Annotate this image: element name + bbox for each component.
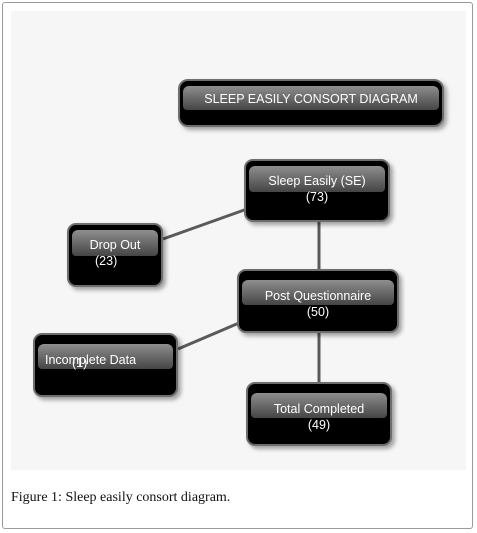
figure-frame: SLEEP EASILY CONSORT DIAGRAM Sleep Easil… — [2, 2, 473, 529]
node-count: (50) — [306, 305, 330, 319]
connector-post-to-incomplete — [177, 321, 240, 351]
figure-caption: Figure 1: Sleep easily consort diagram. — [11, 490, 230, 506]
node-count: (1) — [72, 356, 88, 370]
node-sleep-easily: Sleep Easily (SE) (73) — [244, 159, 390, 222]
figure-caption-label: Figure 1: — [11, 490, 62, 505]
node-incomplete-data: Incomplete Data (1) — [33, 333, 178, 397]
node-label: Total Completed — [273, 402, 365, 416]
node-label: Sleep Easily (SE) — [268, 174, 366, 188]
connector-se-to-dropout — [162, 207, 248, 241]
node-count: (73) — [305, 190, 329, 204]
diagram-connectors — [162, 207, 321, 383]
node-post-questionnaire: Post Questionnaire (50) — [237, 269, 399, 333]
figure-caption-text: Sleep easily consort diagram. — [61, 490, 231, 505]
node-count: (49) — [307, 418, 331, 432]
node-label: Incomplete Data — [45, 353, 137, 367]
node-total-completed: Total Completed (49) — [246, 382, 392, 446]
diagram-title-box: SLEEP EASILY CONSORT DIAGRAM — [178, 79, 444, 127]
node-count: (23) — [95, 254, 118, 268]
consort-diagram: SLEEP EASILY CONSORT DIAGRAM Sleep Easil… — [11, 11, 466, 470]
diagram-title: SLEEP EASILY CONSORT DIAGRAM — [204, 92, 418, 106]
node-label: Drop Out — [89, 238, 141, 252]
node-label: Post Questionnaire — [264, 289, 372, 303]
node-drop-out: Drop Out (23) — [67, 223, 163, 287]
